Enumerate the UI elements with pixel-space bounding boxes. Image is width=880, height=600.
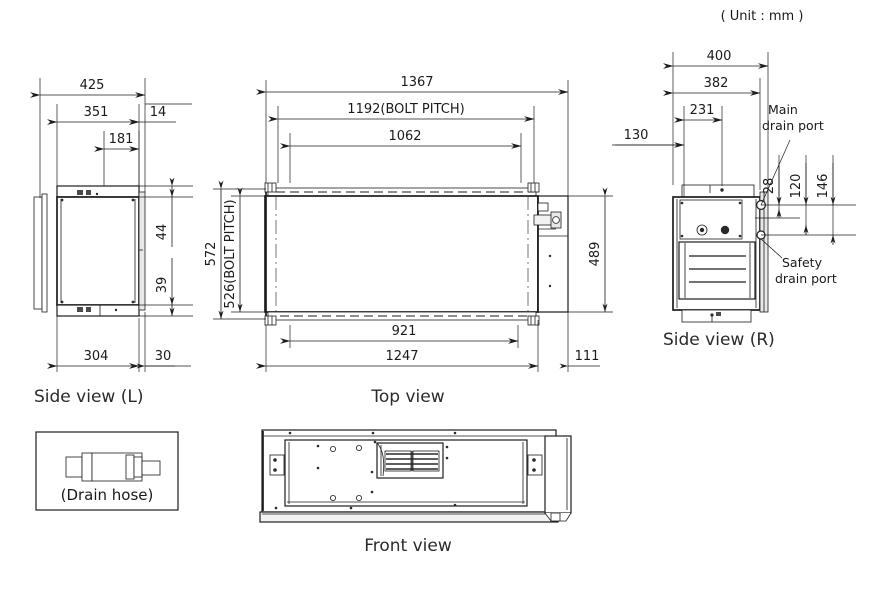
dim-572: 572 (204, 242, 219, 267)
dim-120: 120 (789, 174, 804, 199)
dim-39: 39 (155, 277, 170, 294)
main-drain-port-label-line2: drain port (762, 118, 824, 133)
side-view-right-drawing (672, 184, 769, 323)
safety-drain-port-label-line2: drain port (775, 271, 837, 286)
top-view-title: Top view (370, 387, 444, 407)
top-view-drawing (264, 182, 569, 326)
dim-425: 425 (80, 78, 105, 93)
dim-111: 111 (575, 349, 600, 364)
dim-44: 44 (155, 224, 170, 241)
dim-400: 400 (707, 49, 732, 64)
dim-382: 382 (704, 76, 729, 91)
dim-30: 30 (155, 349, 172, 364)
side-view-left-dimensions: 425 351 14 181 44 39 304 30 (30, 78, 176, 369)
side-view-right-dimensions: 400 382 231 130 28 120 146 (615, 49, 836, 245)
dim-1367: 1367 (400, 75, 433, 90)
dim-130: 130 (624, 128, 649, 143)
dim-231: 231 (690, 103, 715, 118)
safety-drain-port-label-line1: Safety (782, 255, 823, 270)
dim-181: 181 (109, 132, 134, 147)
side-view-right-title: Side view (R) (663, 330, 775, 350)
dim-526-bolt-pitch: 526(BOLT PITCH) (223, 199, 238, 308)
dim-489: 489 (588, 242, 603, 267)
dim-1192-bolt-pitch: 1192(BOLT PITCH) (347, 102, 464, 117)
top-view-dimensions: 1367 1192(BOLT PITCH) 1062 572 526(BOLT … (204, 75, 608, 369)
side-view-left-drawing (33, 185, 146, 317)
front-view-drawing (259, 429, 572, 523)
top-view-extensions (213, 80, 613, 372)
drain-hose-label: (Drain hose) (61, 486, 154, 504)
dim-351: 351 (84, 105, 109, 120)
dim-1062: 1062 (388, 129, 421, 144)
dim-146: 146 (816, 174, 831, 199)
side-view-right-callouts: Main drain port Safety drain port (760, 102, 837, 286)
dim-14: 14 (150, 105, 167, 120)
drain-hose-box: (Drain hose) (35, 431, 179, 511)
side-view-left-title: Side view (L) (34, 387, 143, 407)
dim-921: 921 (392, 324, 417, 339)
dim-1247: 1247 (385, 349, 418, 364)
main-drain-port-label-line1: Main (768, 102, 798, 117)
dim-304: 304 (84, 349, 109, 364)
unit-note: ( Unit : mm ) (721, 9, 804, 24)
front-view-title: Front view (364, 536, 452, 556)
